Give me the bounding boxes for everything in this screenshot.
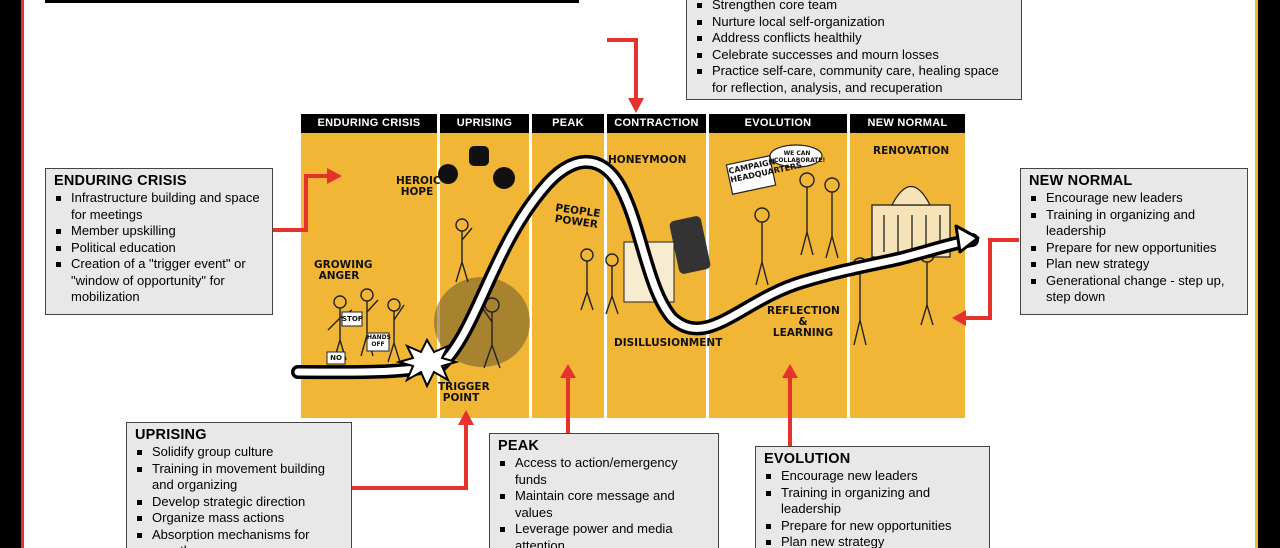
list-item: Prepare for new opportunities — [764, 518, 981, 535]
list-item: Training in organizing and leadership — [1029, 207, 1239, 240]
phase-header-peak: PEAK — [532, 114, 604, 133]
box-peak: PEAK Access to action/emergency funds Ma… — [489, 433, 719, 548]
list-item: Prepare for new opportunities — [1029, 240, 1239, 257]
list-item: Training in movement building and organi… — [135, 461, 343, 494]
list-item: Absorption mechanisms for growth — [135, 527, 343, 548]
box-title: ENDURING CRISIS — [54, 173, 187, 189]
panel-new-normal — [850, 133, 965, 418]
label-honeymoon: HONEYMOON — [608, 154, 687, 166]
diagram-canvas: ENDURING CRISIS UPRISING PEAK CONTRACTIO… — [22, 0, 1258, 548]
phase-header-new-normal: NEW NORMAL — [850, 114, 965, 133]
list-item: Plan new strategy — [764, 534, 981, 548]
list-item: Infrastructure building and space for me… — [54, 190, 264, 223]
red-connectors — [272, 38, 1019, 490]
box-new-normal: NEW NORMAL Encourage new leaders Trainin… — [1020, 168, 1248, 315]
list-item: Leverage power and media attention — [498, 521, 710, 548]
box-title: EVOLUTION — [764, 451, 851, 467]
list-item: Training in organizing and leadership — [764, 485, 981, 518]
phase-header-evolution: EVOLUTION — [709, 114, 847, 133]
label-disillusionment: DISILLUSIONMENT — [614, 337, 723, 349]
phase-header-enduring-crisis: ENDURING CRISIS — [301, 114, 437, 133]
label-we-can-collaborate: WE CAN COLLABORATE! — [774, 150, 826, 164]
list-item: Maintain core message and values — [498, 488, 710, 521]
list-item: Practice self-care, community care, heal… — [695, 63, 1013, 96]
label-hands-off-sign: HANDS OFF — [367, 334, 391, 348]
no-sign — [326, 351, 346, 365]
list-item: Encourage new leaders — [764, 468, 981, 485]
list-item: Access to action/emergency funds — [498, 455, 710, 488]
trigger-burst — [395, 337, 460, 389]
right-border-stripe — [1255, 0, 1258, 548]
label-stop-sign: STOP — [342, 315, 363, 323]
top-rule — [45, 0, 579, 3]
list-item: Member upskilling — [54, 223, 264, 240]
label-growing-anger: GROWING ANGER — [314, 259, 373, 282]
box-enduring-crisis: ENDURING CRISIS Infrastructure building … — [45, 168, 273, 315]
list-item: Strengthen core team — [695, 0, 1013, 14]
red-arrowheads — [327, 98, 966, 425]
label-reflection-learning: REFLECTION & LEARNING — [767, 305, 840, 339]
box-evolution: EVOLUTION Encourage new leaders Training… — [755, 446, 990, 548]
list-item: Organize mass actions — [135, 510, 343, 527]
curve-arrowhead — [954, 224, 980, 254]
list-item: Celebrate successes and mourn losses — [695, 47, 1013, 64]
list-item: Political education — [54, 240, 264, 257]
box-contraction: Strengthen core team Nurture local self-… — [686, 0, 1022, 100]
list-item: Nurture local self-organization — [695, 14, 1013, 31]
stop-sign — [341, 311, 363, 327]
list-item: Address conflicts healthily — [695, 30, 1013, 47]
social-icons — [438, 146, 515, 189]
box-title: NEW NORMAL — [1029, 173, 1133, 189]
label-renovation: RENOVATION — [873, 145, 950, 157]
hands-off-sign — [366, 332, 390, 352]
list-item: Generational change - step up, step down — [1029, 273, 1239, 306]
phase-header-uprising: UPRISING — [440, 114, 529, 133]
phase-header-contraction: CONTRACTION — [607, 114, 706, 133]
phone-sketch — [669, 216, 711, 274]
list-item: Solidify group culture — [135, 444, 343, 461]
crowd-figures — [327, 172, 935, 369]
label-trigger-point: TRIGGER POINT — [438, 381, 490, 404]
list-item: Plan new strategy — [1029, 256, 1239, 273]
label-no-sign: NO — [330, 354, 342, 362]
campaign-sign — [725, 155, 777, 195]
box-title: UPRISING — [135, 427, 207, 443]
left-border-stripe — [21, 0, 24, 548]
box-title: PEAK — [498, 438, 540, 454]
illustration-layer — [272, 38, 1019, 490]
list-item: Creation of a "trigger event" or "window… — [54, 256, 264, 306]
box-uprising: UPRISING Solidify group culture Training… — [126, 422, 352, 548]
list-item: Encourage new leaders — [1029, 190, 1239, 207]
list-item: Develop strategic direction — [135, 494, 343, 511]
label-heroic-hope: HEROIC HOPE — [396, 175, 441, 198]
